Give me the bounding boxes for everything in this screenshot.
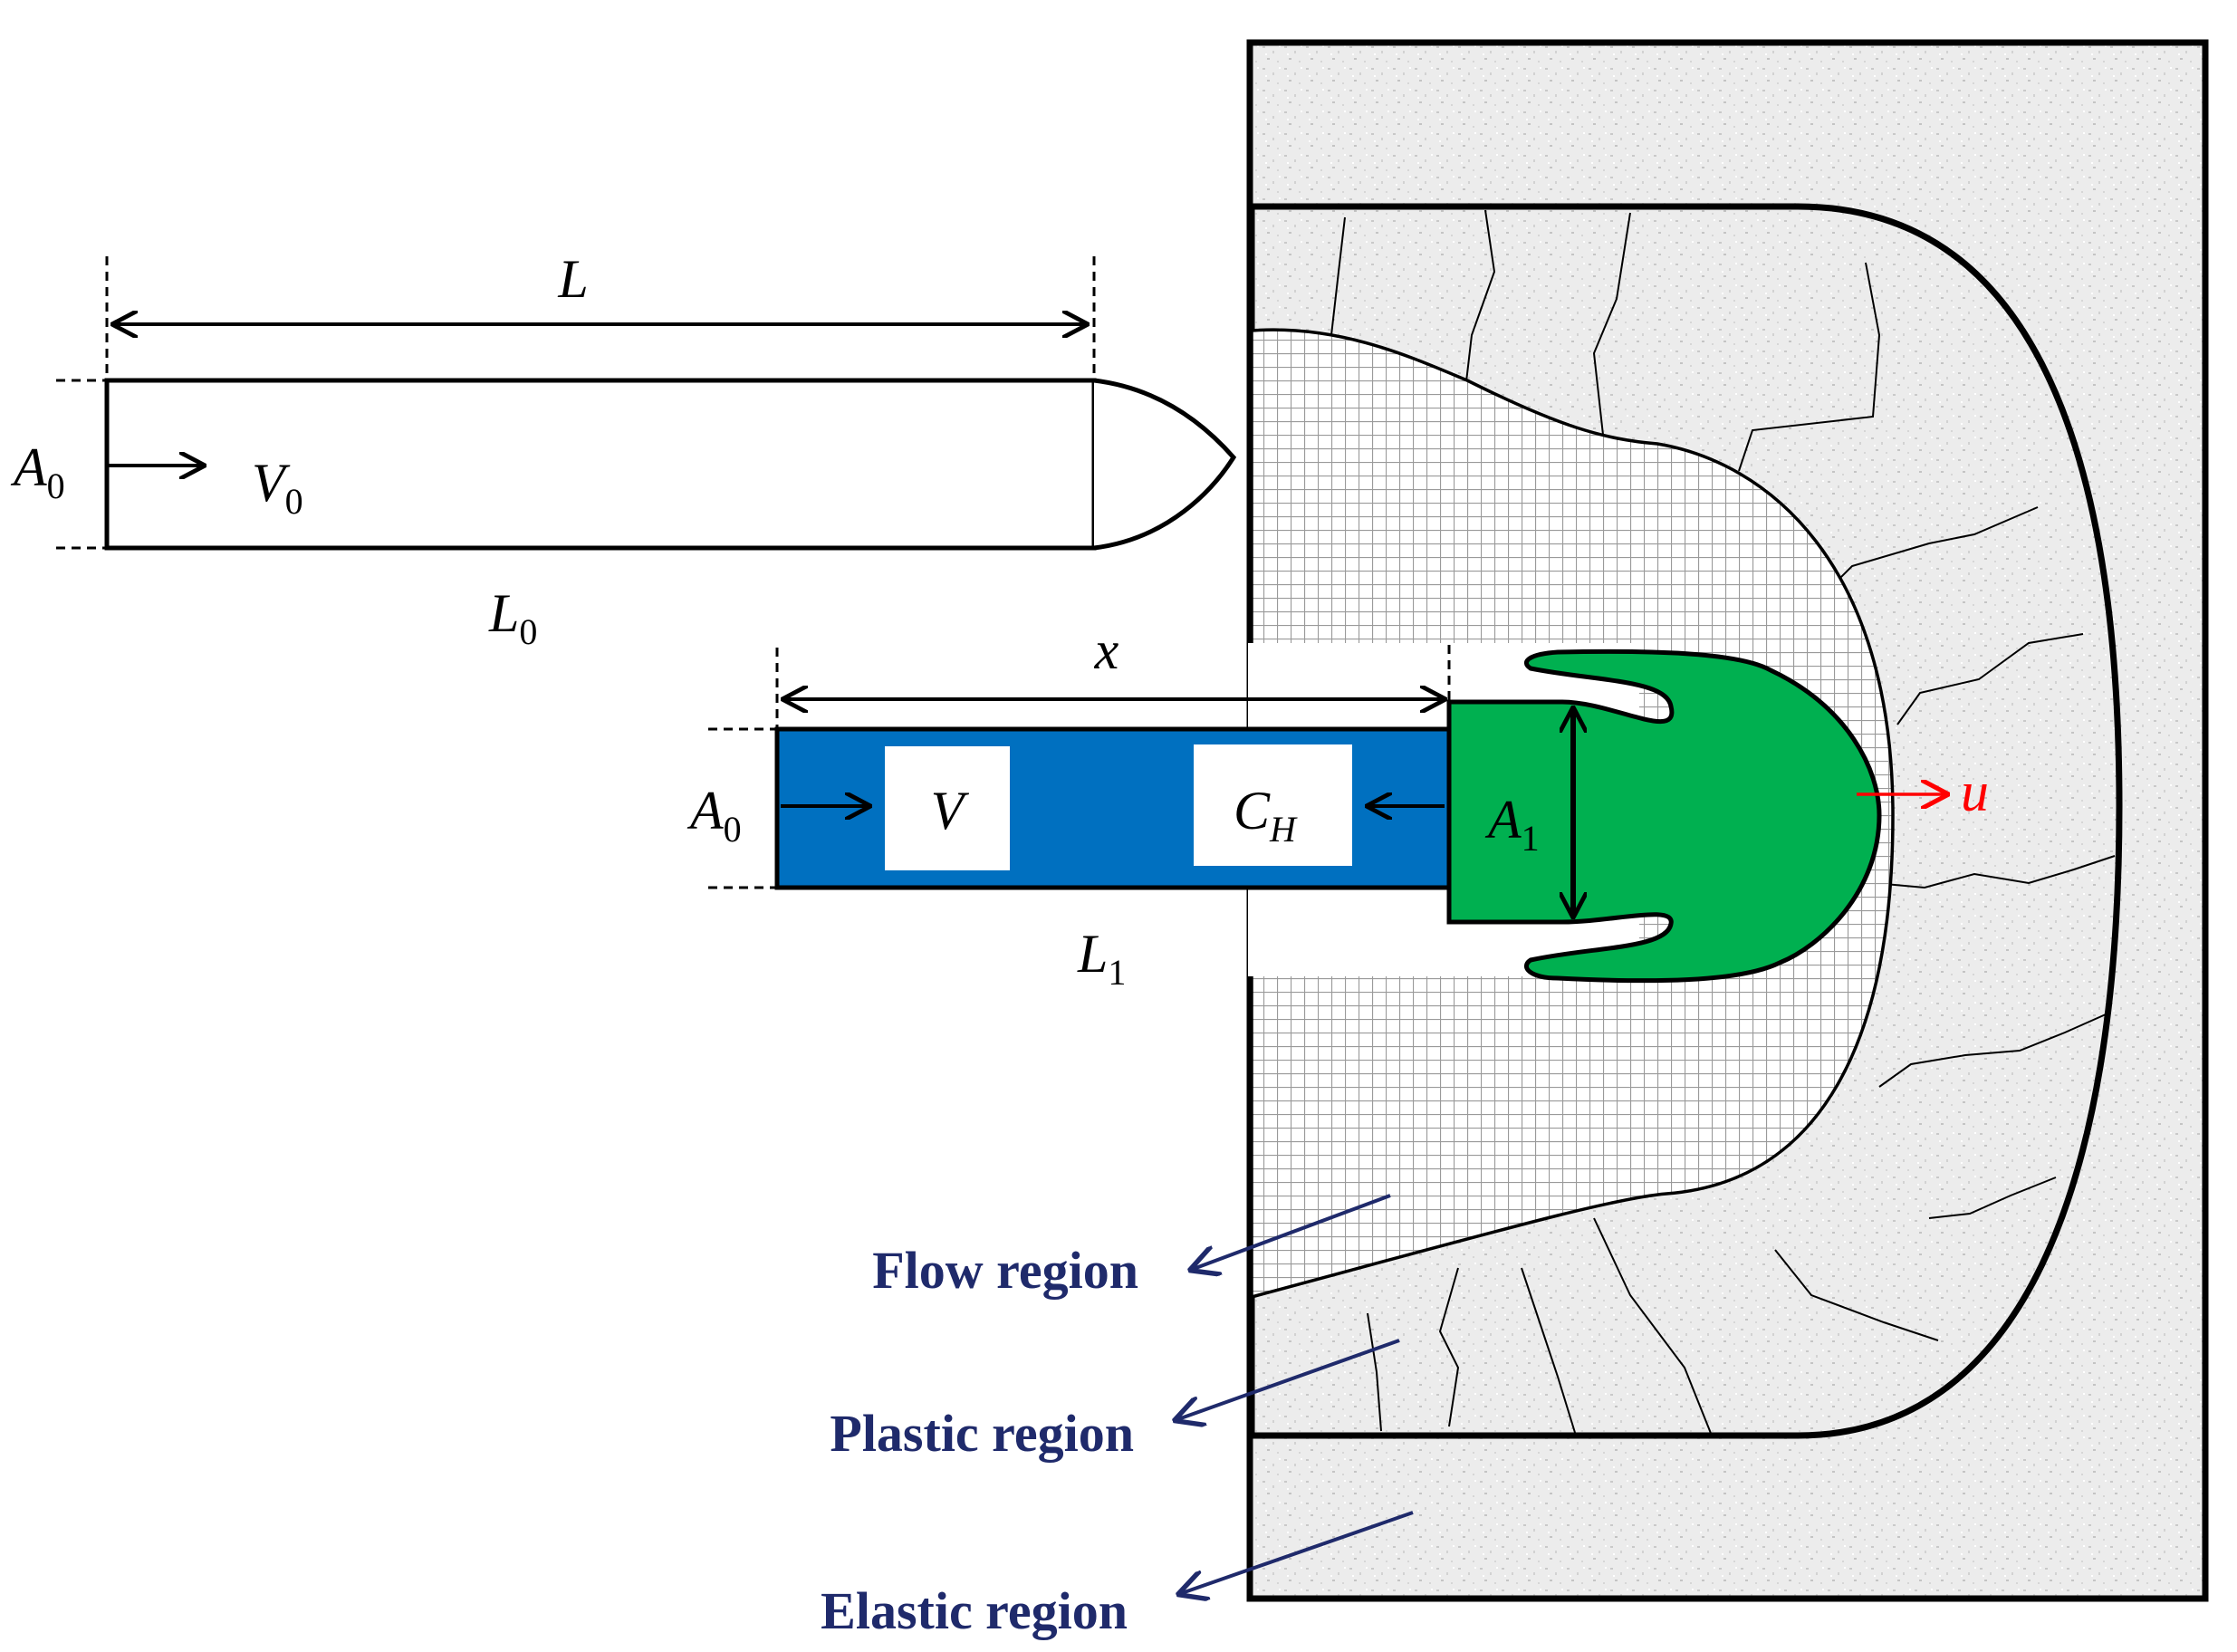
initial-rod-nose (1093, 378, 1237, 551)
plastic-region-pointer (1176, 1339, 1400, 1420)
eroding-head (1446, 648, 1882, 984)
elastic-region-label: Elastic region (821, 1581, 1128, 1640)
initial-projectile (56, 256, 1237, 551)
flow-region-pointer (1191, 1194, 1391, 1270)
label-L0: L0 (488, 583, 537, 652)
elastic-region-pointer (1179, 1511, 1414, 1594)
flow-region-label: Flow region (872, 1241, 1138, 1300)
plastic-region-label: Plastic region (830, 1404, 1134, 1463)
initial-rod-body (104, 378, 1097, 551)
label-u: u (1961, 762, 1989, 823)
label-A0-rod: A0 (686, 781, 742, 850)
label-A1: A1 (1484, 790, 1540, 859)
label-V: V (931, 781, 970, 840)
penetrating-rod (708, 645, 1947, 984)
label-x: x (1094, 620, 1119, 680)
label-CH: CH (1234, 781, 1298, 850)
label-V0: V0 (252, 453, 303, 522)
label-L1: L1 (1077, 924, 1126, 993)
wave-speed-label-box (1194, 744, 1352, 866)
label-A0-top: A0 (10, 437, 65, 506)
label-L: L (557, 249, 588, 309)
plastic-cracks (1330, 209, 2116, 1436)
velocity-label-box (885, 746, 1010, 870)
